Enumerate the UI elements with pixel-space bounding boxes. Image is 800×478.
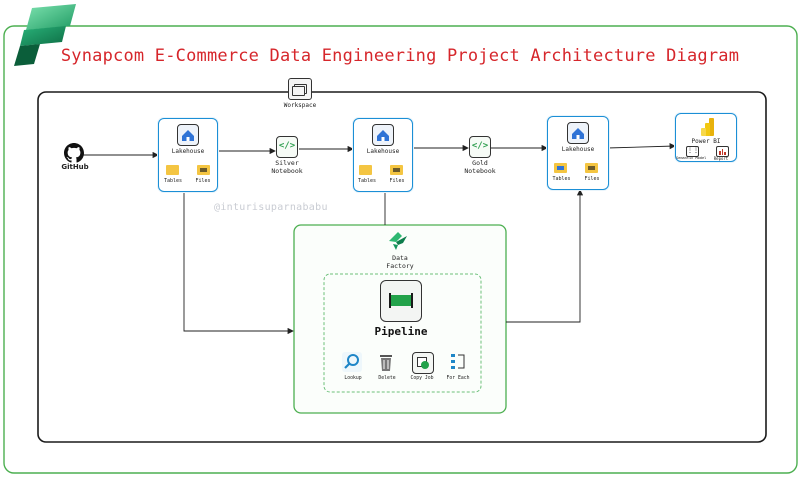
data-factory-node: Data Factory — [380, 229, 420, 273]
report-label: Report — [713, 156, 729, 161]
github-label: GitHub — [61, 163, 89, 171]
semantic-model-label: Semantic Model — [676, 156, 707, 160]
workspace-label: Workspace — [283, 102, 317, 109]
fabric-logo-icon — [14, 4, 76, 66]
files-label: Files — [584, 176, 600, 182]
activity-delete[interactable]: Delete — [374, 352, 400, 386]
gold-notebook[interactable]: </> Gold Notebook — [459, 136, 501, 180]
activity-copy-job[interactable]: Copy Job — [408, 352, 436, 386]
data-factory-label-line2: Factory — [386, 262, 414, 270]
tables-folder-icon — [166, 165, 179, 175]
gold-notebook-line2: Notebook — [464, 167, 496, 175]
diagram-title: Synapcom E-Commerce Data Engineering Pro… — [60, 46, 740, 66]
silver-notebook-line1: Silver — [275, 159, 299, 167]
powerbi-label: Power BI — [691, 138, 721, 145]
copy-job-icon — [412, 352, 434, 374]
workspace-frame — [37, 91, 767, 443]
gold-notebook-line1: Gold — [472, 159, 488, 167]
pipeline-icon — [380, 280, 422, 322]
pipeline-frame — [323, 273, 482, 393]
data-factory-icon — [389, 232, 407, 250]
lookup-icon — [342, 352, 362, 372]
pipeline-node[interactable]: Pipeline — [375, 280, 427, 340]
for-each-icon — [450, 353, 466, 371]
lakehouse-gold[interactable]: Lakehouse Tables Files — [547, 116, 609, 190]
powerbi-node[interactable]: Power BI ⋮⋮ Semantic Model Report — [675, 113, 737, 162]
lakehouse-icon — [567, 122, 589, 144]
arrow-lakehouse1-factory — [183, 191, 294, 335]
arrow-factory-lakehouse3 — [506, 189, 584, 323]
silver-notebook-line2: Notebook — [271, 167, 303, 175]
silver-notebook[interactable]: </> Silver Notebook — [266, 136, 308, 180]
lakehouse-bronze[interactable]: Lakehouse Tables Files — [158, 118, 218, 192]
tables-folder-icon — [359, 165, 372, 175]
activity-for-each[interactable]: For Each — [444, 352, 472, 386]
powerbi-icon — [701, 118, 714, 136]
report-icon — [716, 146, 729, 157]
lakehouse-icon — [177, 124, 199, 146]
arrow-lakehouse3-powerbi — [606, 143, 676, 150]
workspace-icon — [288, 78, 312, 100]
semantic-model-icon: ⋮⋮ — [686, 146, 699, 157]
files-folder-icon — [390, 165, 403, 175]
activity-lookup[interactable]: Lookup — [340, 352, 366, 386]
files-label: Files — [389, 178, 405, 184]
tables-label: Tables — [552, 176, 571, 182]
lakehouse-silver[interactable]: Lakehouse Tables Files — [353, 118, 413, 192]
delete-label: Delete — [378, 376, 396, 381]
outer-frame — [3, 25, 798, 474]
lakehouse-label: Lakehouse — [171, 148, 205, 155]
github-icon — [64, 143, 84, 163]
data-factory-label-line1: Data — [392, 254, 408, 262]
notebook-icon: </> — [469, 136, 491, 158]
lakehouse-label: Lakehouse — [366, 148, 400, 155]
tables-folder-icon — [554, 163, 567, 173]
notebook-icon: </> — [276, 136, 298, 158]
files-folder-icon — [585, 163, 598, 173]
copy-job-label: Copy Job — [410, 376, 434, 381]
github-node: GitHub — [58, 143, 92, 173]
workspace-node: Workspace — [282, 78, 318, 112]
delete-icon — [378, 354, 394, 372]
tables-label: Tables — [357, 178, 377, 184]
lakehouse-label: Lakehouse — [561, 146, 595, 153]
tables-label: Tables — [163, 178, 183, 184]
lookup-label: Lookup — [344, 376, 362, 381]
files-folder-icon — [197, 165, 210, 175]
lakehouse-icon — [372, 124, 394, 146]
pipeline-label: Pipeline — [374, 325, 428, 338]
files-label: Files — [195, 178, 211, 184]
for-each-label: For Each — [446, 376, 470, 381]
watermark: @inturisuparnababu — [214, 202, 328, 213]
